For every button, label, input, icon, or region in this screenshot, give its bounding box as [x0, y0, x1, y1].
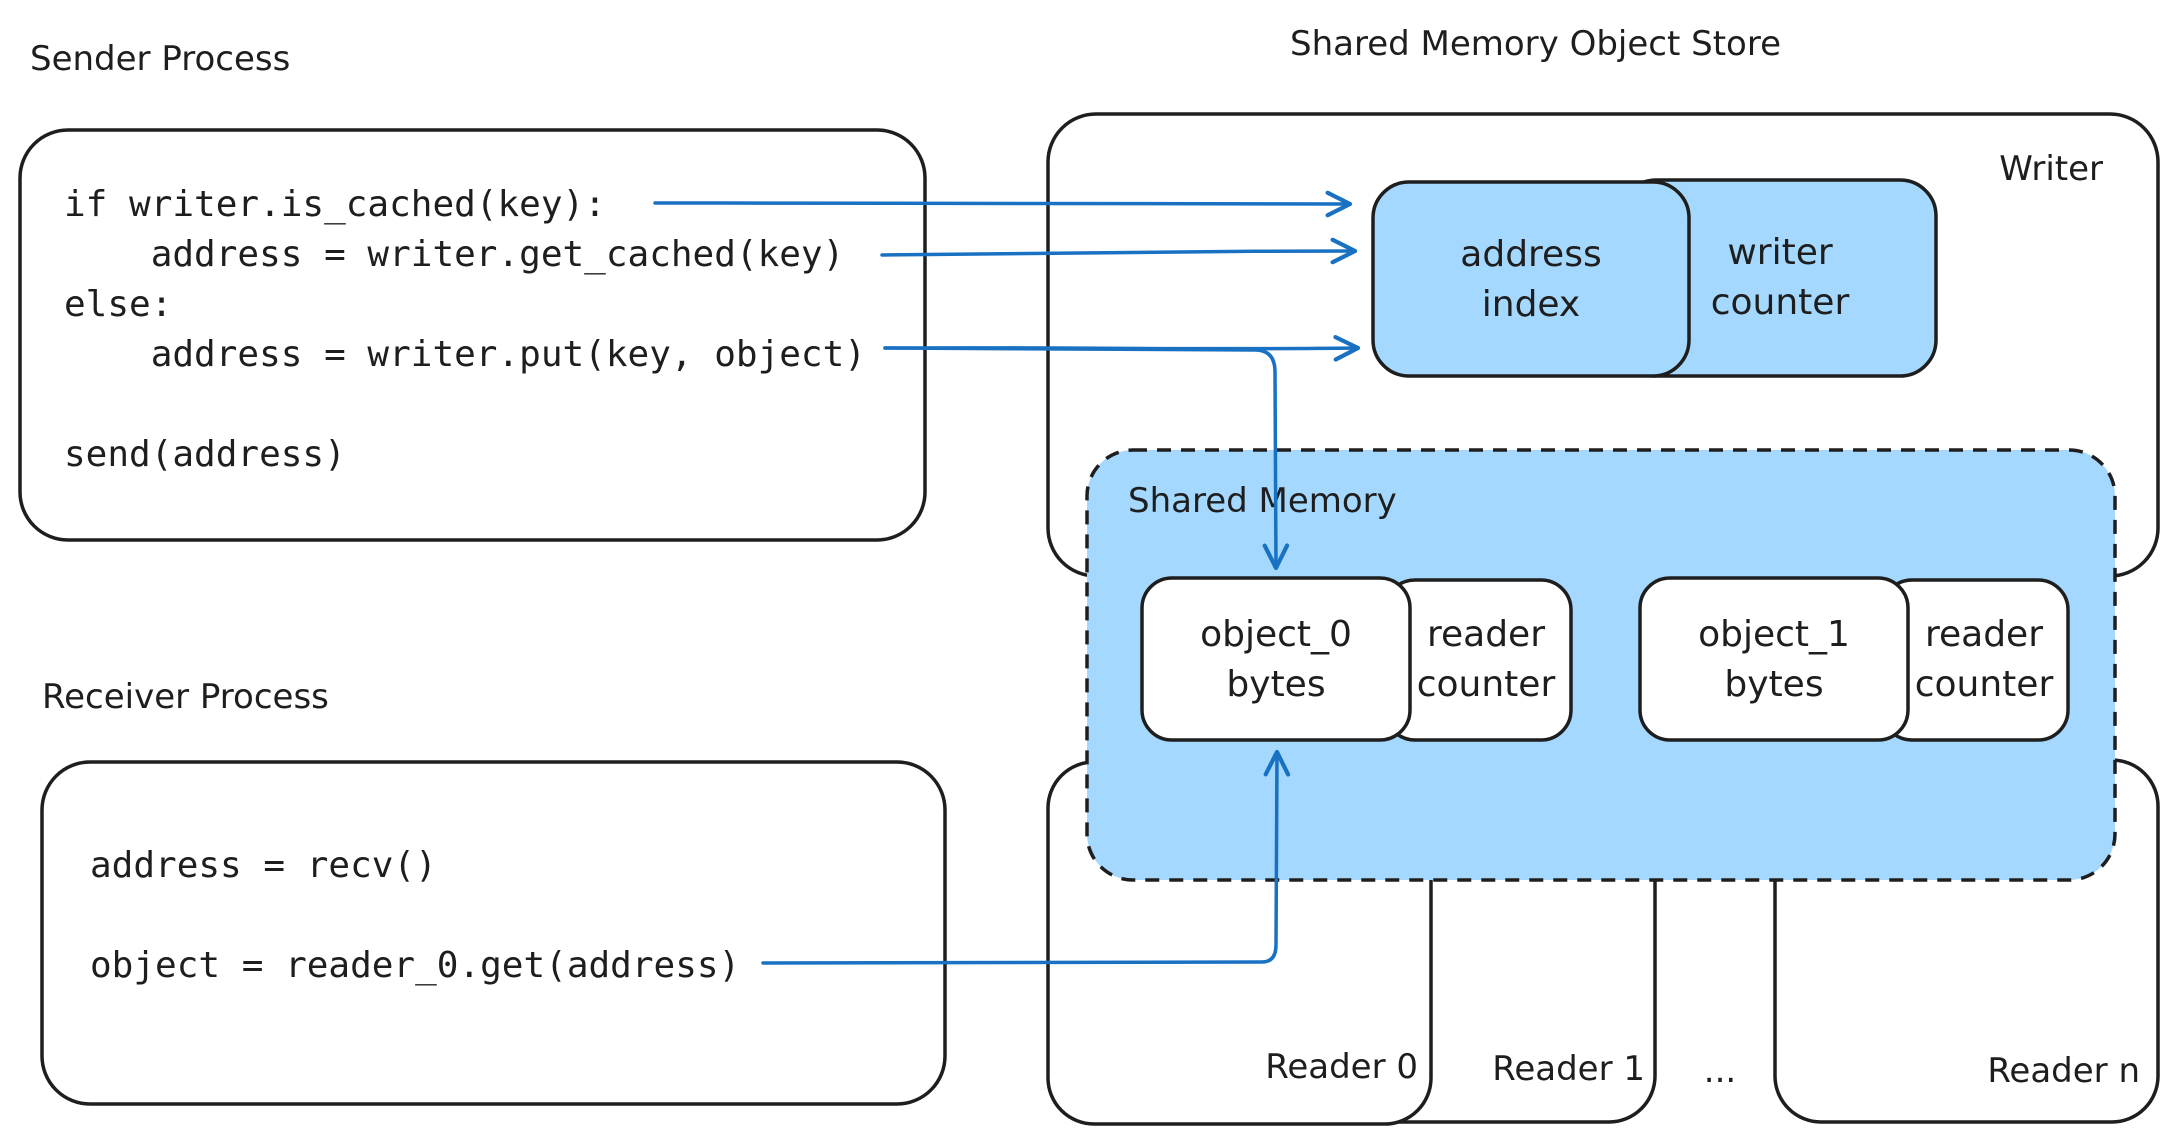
- reader-n-label: Reader n: [1987, 1051, 2140, 1091]
- writer-counter-label: counter: [1711, 282, 1850, 323]
- object-1-label: object_1: [1698, 614, 1850, 655]
- put-to-object-0-arrow: [883, 346, 1290, 571]
- object-0-reader-counter-box: [1383, 578, 1573, 742]
- shared-memory-label: Shared Memory: [1128, 481, 1397, 521]
- sender-code-line: if writer.is_cached(key):: [64, 184, 606, 225]
- writer-label: Writer: [1999, 149, 2103, 189]
- address-index-label: address: [1460, 234, 1601, 275]
- shared-memory-region: [1085, 448, 2117, 882]
- receiver-code-line: object = reader_0.get(address): [90, 945, 740, 986]
- address-index-label: index: [1482, 284, 1581, 325]
- sender-code-line: else:: [64, 284, 172, 325]
- sender-process-box: [18, 128, 927, 542]
- object-1-reader-counter-box: [1880, 578, 2070, 742]
- receiver-process-title: Receiver Process: [42, 677, 329, 717]
- is-cached-arrow: [653, 190, 1353, 218]
- object-store-title: Shared Memory Object Store: [1290, 24, 1781, 64]
- object-0-box: [1140, 576, 1412, 742]
- object-0-reader-counter-label: counter: [1417, 664, 1556, 705]
- sender-code-line: address = writer.put(key, object): [64, 334, 866, 375]
- reader-get-arrow: [761, 749, 1291, 965]
- sender-process-title: Sender Process: [30, 39, 290, 79]
- receiver-process-box: [40, 760, 947, 1106]
- sender-code-line: send(address): [64, 434, 346, 475]
- sender-code-line: address = writer.get_cached(key): [64, 234, 844, 275]
- reader-1-label: Reader 1: [1492, 1049, 1645, 1089]
- reader-0-label: Reader 0: [1265, 1047, 1418, 1087]
- address-index-box: [1371, 180, 1691, 378]
- ellipsis-label: ...: [1704, 1051, 1736, 1091]
- object-1-reader-counter-label: counter: [1915, 664, 2054, 705]
- object-0-reader-counter-label: reader: [1427, 614, 1545, 655]
- object-1-box: [1638, 576, 1910, 742]
- object-1-reader-counter-label: reader: [1925, 614, 2043, 655]
- get-cached-arrow: [880, 237, 1358, 265]
- writer-counter-label: writer: [1727, 232, 1833, 273]
- object-0-label: bytes: [1226, 664, 1325, 705]
- object-1-label: bytes: [1724, 664, 1823, 705]
- receiver-code-line: address = recv(): [90, 845, 437, 886]
- object-0-label: object_0: [1200, 614, 1352, 655]
